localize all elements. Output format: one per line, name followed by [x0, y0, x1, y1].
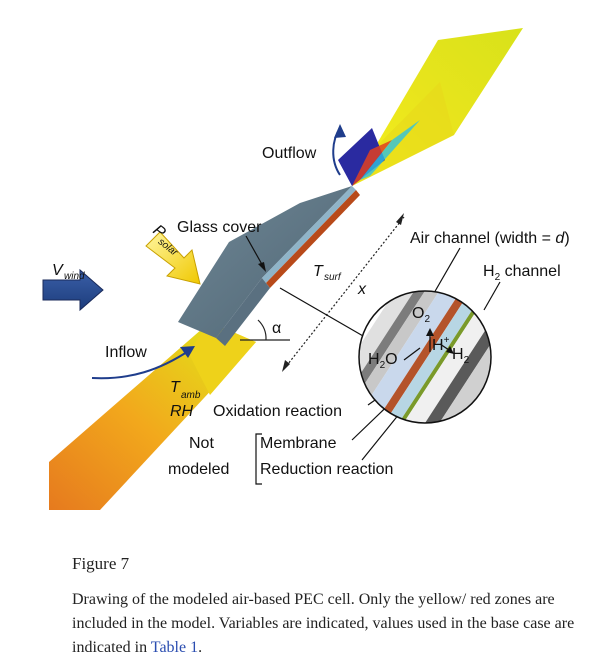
t-amb-subscript: amb [181, 390, 201, 401]
v-subscript: wind [64, 271, 85, 282]
modeled-label: modeled [168, 461, 229, 478]
rh-label: RH [170, 403, 194, 420]
air-channel-close: ) [564, 230, 569, 247]
solar-arrow [145, 231, 201, 285]
h2o-o: O [385, 351, 397, 368]
h2-channel-pointer [483, 281, 501, 311]
glass-cover-pointer-head [258, 262, 266, 272]
air-channel-label: Air channel (width = d) [410, 230, 570, 247]
zoom-line [279, 287, 371, 341]
inflow-arrowhead [180, 346, 195, 358]
figure-caption: Drawing of the modeled air-based PEC cel… [72, 588, 592, 660]
upper-flow-domain [338, 28, 523, 186]
figure-title: Figure 7 [72, 554, 130, 573]
h2-channel-sub: 2 [495, 272, 501, 283]
glass-cover [178, 186, 360, 346]
h-plus-h: H [432, 337, 444, 354]
h2o-label: H2O [368, 351, 398, 371]
h2-channel-post: channel [500, 263, 561, 280]
h2-label: H2 [452, 346, 470, 366]
o2-label: O2 [412, 305, 430, 325]
not-modeled-bracket [255, 433, 262, 485]
o2-sub: 2 [424, 314, 430, 325]
t-surf-subscript: surf [324, 272, 342, 283]
t-amb-symbol: T [170, 379, 181, 396]
lower-flow-domain [49, 322, 256, 510]
caption-text: Drawing of the modeled air-based PEC cel… [72, 591, 575, 656]
h2-h: H [452, 346, 464, 363]
h2o-sub: 2 [380, 360, 386, 371]
h-plus-sup: + [444, 335, 450, 346]
pec-cell-diagram: Outflow Glass cover P solar V wind Inflo… [42, 28, 570, 510]
h2-channel-label: H2 channel [483, 263, 561, 283]
angle-marker [240, 319, 290, 341]
inflow-label: Inflow [105, 344, 147, 361]
air-channel-d: d [555, 230, 565, 247]
outflow-label: Outflow [262, 145, 317, 162]
wind-arrow [42, 268, 104, 312]
glass-cover-label: Glass cover [177, 219, 262, 236]
outflow-arrowhead [334, 124, 346, 138]
v-symbol: V [52, 262, 64, 279]
reduction-label: Reduction reaction [260, 461, 393, 478]
t-surf-symbol: T [313, 263, 324, 280]
membrane-label: Membrane [260, 435, 337, 452]
h2-sub: 2 [464, 355, 470, 366]
o2-o: O [412, 305, 424, 322]
air-channel-text: Air channel (width = [410, 230, 555, 247]
h-plus-label: H+ [432, 335, 450, 354]
not-label: Not [189, 435, 214, 452]
alpha-label: α [272, 320, 281, 337]
inflow-arrow [91, 349, 191, 380]
h2-channel-h: H [483, 263, 495, 280]
x-dimension [282, 213, 405, 372]
h2o-h: H [368, 351, 380, 368]
caption-end: . [198, 639, 203, 656]
zoom-circle [358, 290, 492, 424]
table-link[interactable]: Table 1 [150, 639, 199, 656]
glass-cover-pointer [245, 235, 265, 269]
x-label: x [357, 281, 367, 298]
oxidation-label: Oxidation reaction [213, 403, 342, 420]
